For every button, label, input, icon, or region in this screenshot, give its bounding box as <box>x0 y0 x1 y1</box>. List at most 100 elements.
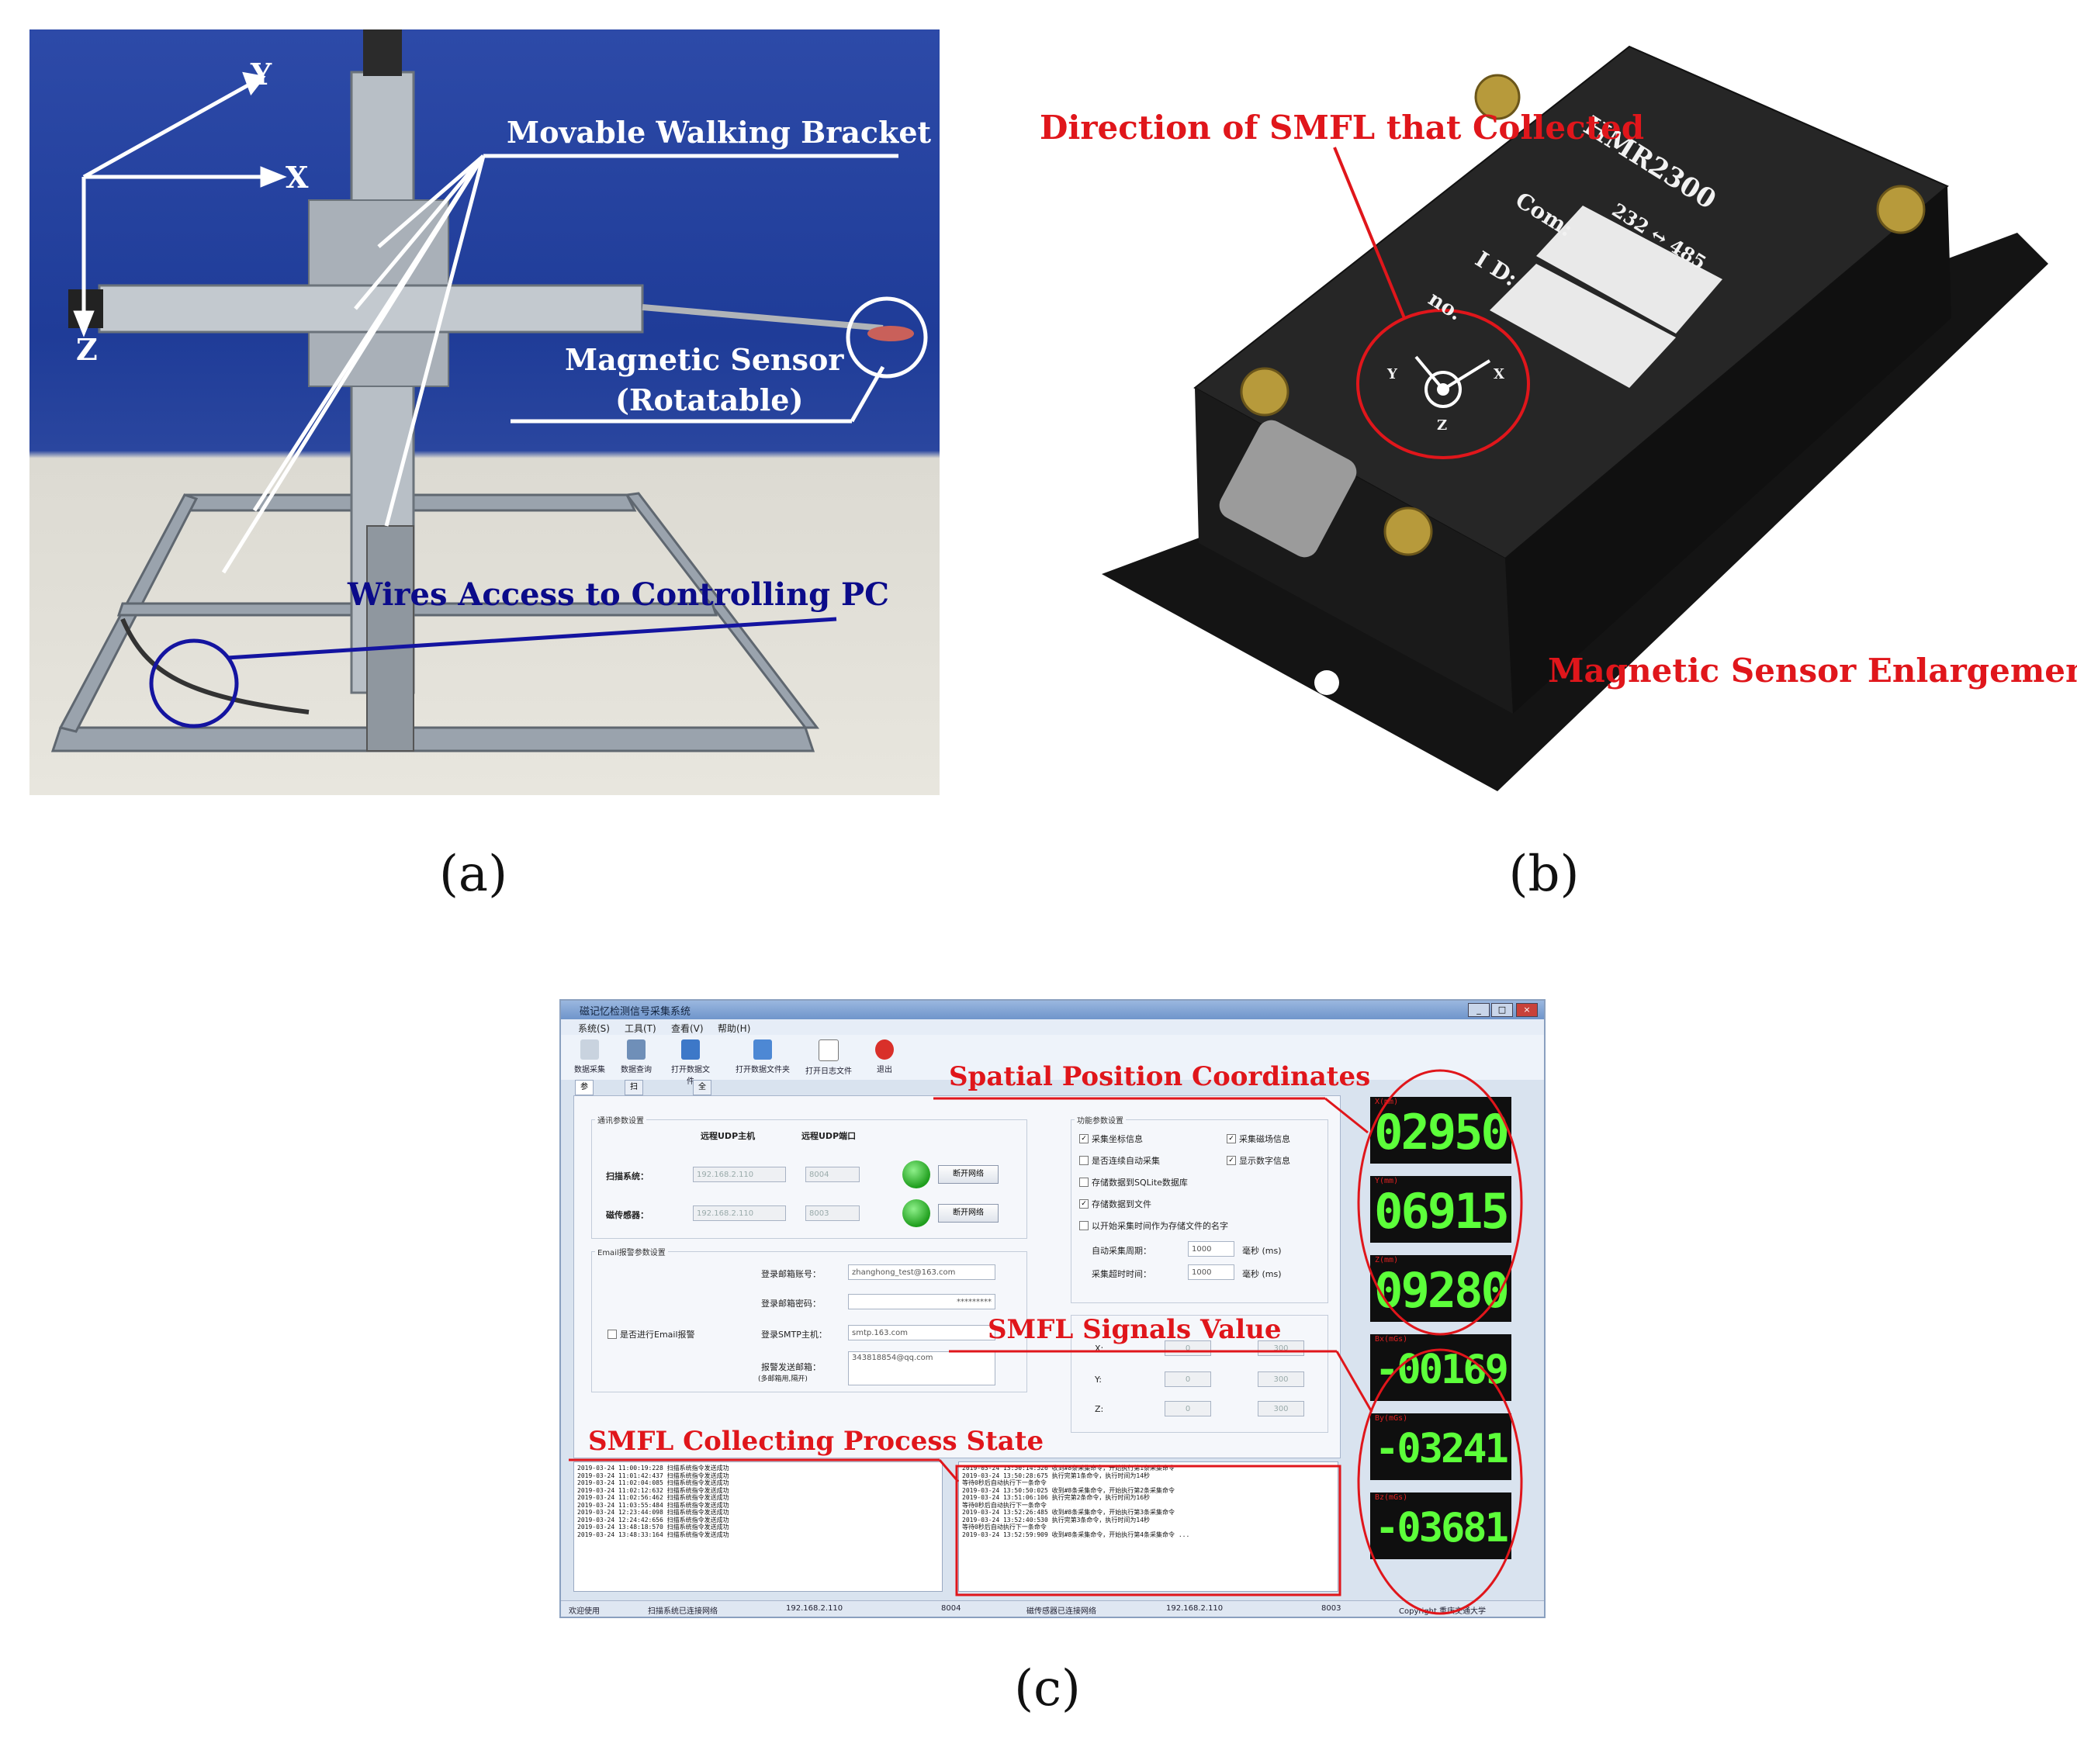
caption-a: (a) <box>438 846 508 903</box>
timeout-unit: 毫秒 (ms) <box>1242 1269 1282 1279</box>
scan-log-row: 2019-03-24 11:02:04:085 扫描系统指令发送成功 <box>577 1479 729 1486</box>
display-value: 06915 <box>1374 1183 1510 1240</box>
sensor-log-row: 2019-03-24 13:50:28:675 执行完第1条命令，执行时间为14… <box>962 1472 1151 1479</box>
sensor-label-line2: (Rotatable) <box>615 382 804 417</box>
opt-file-checkbox[interactable]: ✓ <box>1079 1199 1089 1209</box>
display-value: 02950 <box>1374 1104 1510 1160</box>
scan-port-field[interactable]: 8004 <box>805 1167 860 1182</box>
tool-collect-button[interactable]: 数据采集 <box>569 1039 611 1074</box>
sensor-log-row: 2019-03-24 13:50:50:025 收到#8条采集命令，开始执行第2… <box>962 1486 1175 1494</box>
smfl-y-label: Y: <box>1095 1375 1102 1385</box>
menu-view[interactable]: 查看(V) <box>671 1023 704 1034</box>
smfl-process-label: SMFL Collecting Process State <box>588 1426 1044 1457</box>
tool-open-folder-button[interactable]: 打开数据文件夹 <box>736 1039 790 1074</box>
sensor-log-list[interactable]: 2019-03-24 13:50:14:526 收到#8条采集命令，开始执行第1… <box>958 1461 1338 1592</box>
opt-sqlite-checkbox[interactable] <box>1079 1178 1089 1187</box>
display-label: Z(mm) <box>1375 1256 1399 1264</box>
status-bar: 欢迎使用 扫描系统已连接网络 192.168.2.110 8004 磁传感器已连… <box>561 1600 1544 1617</box>
period-unit: 毫秒 (ms) <box>1242 1246 1282 1256</box>
scan-log-row: 2019-03-24 11:02:56:462 扫描系统指令发送成功 <box>577 1494 729 1501</box>
sensor-host-field[interactable]: 192.168.2.110 <box>693 1205 786 1221</box>
period-field[interactable]: 1000 <box>1188 1241 1234 1257</box>
scan-log-row: 2019-03-24 11:03:55:484 扫描系统指令发送成功 <box>577 1501 729 1509</box>
email-password-field[interactable]: ********* <box>848 1294 995 1309</box>
wires-label: Wires Access to Controlling PC <box>348 576 889 613</box>
opt-field-checkbox[interactable]: ✓ <box>1227 1134 1236 1143</box>
opt-field: 采集磁场信息 <box>1239 1134 1290 1144</box>
smfl-z-label: Z: <box>1095 1404 1104 1414</box>
file-icon <box>681 1039 700 1060</box>
smtp-label: 登录SMTP主机： <box>761 1330 827 1340</box>
minimize-button[interactable]: _ <box>1468 1003 1490 1017</box>
smtp-field[interactable]: smtp.163.com <box>848 1325 995 1340</box>
email-enable-label: 是否进行Email报警 <box>620 1330 695 1340</box>
sensor-status-led <box>902 1199 930 1227</box>
period-label: 自动采集周期： <box>1092 1246 1151 1256</box>
menu-help[interactable]: 帮助(H) <box>718 1023 751 1034</box>
tool-open-file-button[interactable]: 打开数据文件 <box>670 1039 711 1086</box>
collect-icon <box>580 1039 599 1060</box>
function-group: 功能参数设置 ✓ 采集坐标信息 ✓ 采集磁场信息 是否连续自动采集 ✓ 显示数字… <box>1071 1114 1328 1303</box>
email-enable-checkbox[interactable] <box>608 1330 617 1339</box>
sensor-log-row: 2019-03-24 13:51:06:106 执行完第2条命令，执行时间为16… <box>962 1494 1151 1501</box>
scan-system-label: 扫描系统： <box>606 1171 649 1181</box>
smfl-z-field2[interactable]: 300 <box>1258 1401 1304 1416</box>
menu-system[interactable]: 系统(S) <box>578 1023 610 1034</box>
email-account-field[interactable]: zhanghong_test@163.com <box>848 1264 995 1280</box>
opt-coord: 采集坐标信息 <box>1092 1134 1143 1144</box>
status-copyright: Copyright 重庆交通大学 <box>1399 1607 1487 1616</box>
scan-disconnect-button[interactable]: 断开网络 <box>938 1165 999 1184</box>
status-scan-ip: 192.168.2.110 <box>786 1604 843 1613</box>
function-group-title: 功能参数设置 <box>1075 1114 1126 1126</box>
sensor-label-line1: Magnetic Sensor <box>565 342 844 377</box>
timeout-field[interactable]: 1000 <box>1188 1264 1234 1280</box>
maximize-button[interactable]: □ <box>1491 1003 1513 1017</box>
smfl-y-field[interactable]: 0 <box>1165 1371 1211 1387</box>
status-sensor-connected: 磁传感器已连接网络 <box>1026 1607 1096 1616</box>
opt-coord-checkbox[interactable]: ✓ <box>1079 1134 1089 1143</box>
display-value: 09280 <box>1374 1262 1510 1319</box>
comm-group-title: 通讯参数设置 <box>595 1114 646 1126</box>
col-port: 远程UDP端口 <box>801 1131 857 1141</box>
exit-icon <box>875 1039 894 1060</box>
opt-file: 存储数据到文件 <box>1092 1199 1151 1209</box>
menu-tools[interactable]: 工具(T) <box>625 1023 656 1034</box>
sensor-port-field[interactable]: 8003 <box>805 1205 860 1221</box>
email-password-label: 登录邮箱密码： <box>761 1299 821 1309</box>
sensor-z-mark: Z <box>1437 417 1448 434</box>
caption-c: (c) <box>1014 1660 1081 1717</box>
scan-log-row: 2019-03-24 11:02:12:632 扫描系统指令发送成功 <box>577 1486 729 1494</box>
smfl-z-field[interactable]: 0 <box>1165 1401 1211 1416</box>
scan-log-row: 2019-03-24 12:23:44:098 扫描系统指令发送成功 <box>577 1509 729 1516</box>
close-button[interactable]: × <box>1516 1003 1538 1017</box>
params-page: 通讯参数设置 远程UDP主机 远程UDP端口 扫描系统： 192.168.2.1… <box>573 1095 1341 1458</box>
sensor-log-row: 等待0秒后自动执行下一条命令 <box>962 1479 1047 1486</box>
sensor-x-mark: X <box>1494 366 1504 382</box>
scan-host-field[interactable]: 192.168.2.110 <box>693 1167 786 1182</box>
window-title: 磁记忆检测信号采集系统 <box>580 1006 691 1018</box>
comm-group: 通讯参数设置 远程UDP主机 远程UDP端口 扫描系统： 192.168.2.1… <box>591 1114 1027 1239</box>
sensor-log-row: 2019-03-24 13:52:59:909 收到#8条采集命令，开始执行第4… <box>962 1531 1190 1538</box>
mag-sensor-label: 磁传感器： <box>606 1210 649 1220</box>
smfl-y-field2[interactable]: 300 <box>1258 1371 1304 1387</box>
sensor-log-row: 2019-03-24 13:52:40:530 执行完第3条命令，执行时间为14… <box>962 1516 1151 1524</box>
scanner-rig-drawing <box>50 29 928 752</box>
alarm-to-field[interactable]: 343818854@qq.com <box>848 1351 995 1385</box>
display-label: Bz(mGs) <box>1375 1493 1408 1502</box>
x-axis-label: X <box>286 160 309 195</box>
spatial-coords-label: Spatial Position Coordinates <box>949 1061 1371 1092</box>
menubar: 系统(S) 工具(T) 查看(V) 帮助(H) <box>561 1019 1544 1035</box>
tool-open-log-button[interactable]: 打开日志文件 <box>801 1039 856 1076</box>
opt-digits-checkbox[interactable]: ✓ <box>1227 1156 1236 1165</box>
status-scan-port: 8004 <box>941 1604 961 1613</box>
sensor-disconnect-button[interactable]: 断开网络 <box>938 1204 999 1223</box>
opt-filename-checkbox[interactable] <box>1079 1221 1089 1230</box>
email-account-label: 登录邮箱账号： <box>761 1269 821 1279</box>
opt-auto-checkbox[interactable] <box>1079 1156 1089 1165</box>
display-label: Bx(mGs) <box>1375 1335 1408 1344</box>
tool-query-button[interactable]: 数据查询 <box>615 1039 657 1074</box>
caption-b: (b) <box>1508 846 1580 903</box>
tool-exit-button[interactable]: 退出 <box>864 1039 905 1074</box>
direction-label: Direction of SMFL that Collected <box>1040 109 1645 147</box>
